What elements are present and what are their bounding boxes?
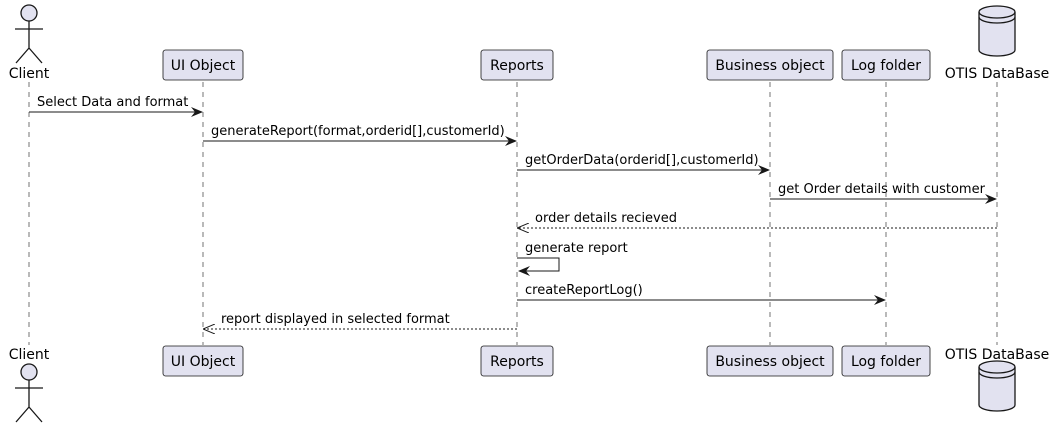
actor-head-icon bbox=[20, 363, 38, 381]
participant-box bbox=[841, 345, 931, 377]
lifelines bbox=[28, 82, 998, 345]
participant-label: Business object bbox=[715, 58, 825, 74]
database-rim-icon bbox=[978, 366, 1016, 379]
participant-box bbox=[706, 345, 834, 377]
participant-reports-top: Reports bbox=[480, 49, 554, 81]
participant-box bbox=[480, 345, 554, 377]
participant-reports-bottom: Reports bbox=[480, 345, 554, 377]
database-icon bbox=[978, 5, 1016, 57]
participant-label: Client bbox=[9, 347, 50, 363]
participant-box bbox=[162, 345, 244, 377]
participant-label: Log folder bbox=[851, 58, 921, 74]
participant-box bbox=[706, 49, 834, 81]
participant-business-bottom: Business object bbox=[706, 345, 834, 377]
participant-ui-bottom: UI Object bbox=[162, 345, 244, 377]
participant-box bbox=[841, 49, 931, 81]
actor-client-bottom: Client bbox=[9, 347, 50, 423]
actor-client-top: Client bbox=[9, 4, 50, 82]
participant-business-top: Business object bbox=[706, 49, 834, 81]
message-4: get Order details with customer bbox=[770, 182, 997, 204]
message-label: generateReport(format,orderid[],customer… bbox=[211, 124, 505, 139]
database-otis-bottom: OTIS DataBase bbox=[945, 347, 1050, 412]
participant-ui-top: UI Object bbox=[162, 49, 244, 81]
message-5: order details recieved bbox=[518, 211, 997, 228]
message-label: get Order details with customer bbox=[778, 182, 986, 197]
participant-label: OTIS DataBase bbox=[945, 347, 1050, 363]
messages: Select Data and format generateReport(for… bbox=[29, 95, 997, 329]
database-icon bbox=[978, 360, 1016, 412]
participant-label: Client bbox=[9, 66, 50, 82]
message-8: report displayed in selected format bbox=[204, 312, 517, 329]
actor-body-icon bbox=[15, 21, 43, 64]
participant-label: Log folder bbox=[851, 354, 921, 370]
database-otis-top: OTIS DataBase bbox=[945, 5, 1050, 82]
message-label: order details recieved bbox=[535, 211, 677, 226]
message-label: createReportLog() bbox=[525, 283, 643, 298]
participant-label: UI Object bbox=[171, 354, 236, 370]
participant-box bbox=[162, 49, 244, 81]
participant-label: Reports bbox=[490, 58, 544, 74]
message-label: getOrderData(orderid[],customerId) bbox=[525, 153, 759, 168]
participant-box bbox=[480, 49, 554, 81]
participant-label: OTIS DataBase bbox=[945, 66, 1050, 82]
participant-label: Business object bbox=[715, 354, 825, 370]
message-1: Select Data and format bbox=[29, 95, 203, 117]
participant-label: UI Object bbox=[171, 58, 236, 74]
message-label: Select Data and format bbox=[37, 95, 188, 110]
actor-head-icon bbox=[20, 4, 38, 22]
message-7: createReportLog() bbox=[517, 283, 886, 305]
actor-body-icon bbox=[15, 380, 43, 423]
database-rim-icon bbox=[978, 11, 1016, 24]
message-3: getOrderData(orderid[],customerId) bbox=[517, 153, 770, 175]
participant-log-bottom: Log folder bbox=[841, 345, 931, 377]
participant-label: Reports bbox=[490, 354, 544, 370]
message-label: generate report bbox=[525, 241, 628, 256]
message-6: generate report bbox=[517, 241, 628, 276]
message-arrow bbox=[517, 257, 560, 276]
message-2: generateReport(format,orderid[],customer… bbox=[203, 124, 517, 146]
participant-log-top: Log folder bbox=[841, 49, 931, 81]
message-label: report displayed in selected format bbox=[221, 312, 450, 327]
